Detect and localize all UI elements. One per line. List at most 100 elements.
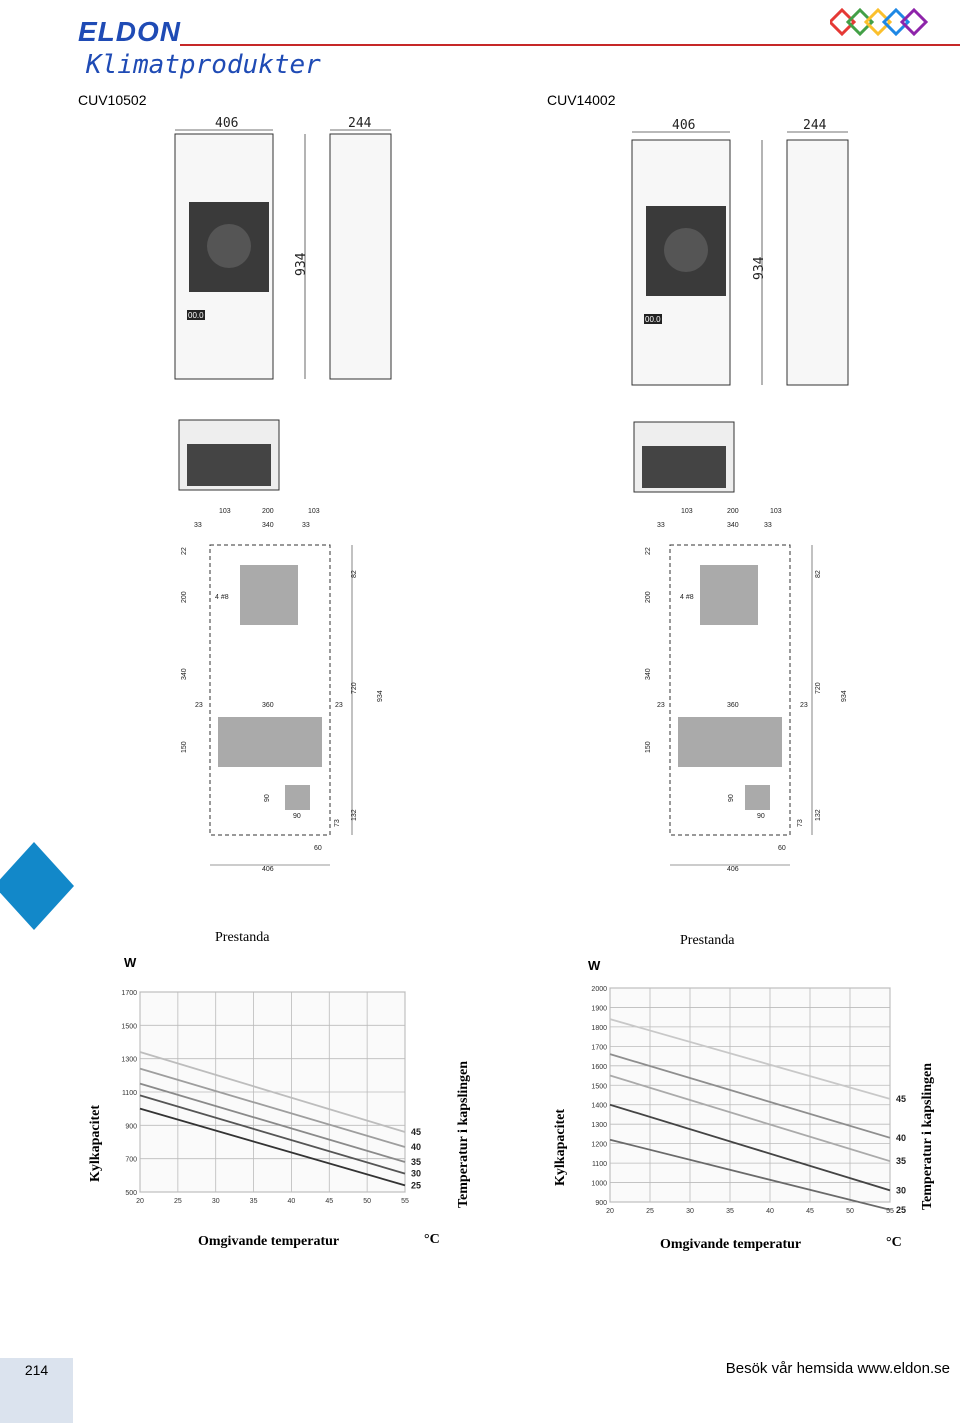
dim-row2-1-r: 33 [657, 522, 665, 529]
display-readout-r: 00.0 [645, 315, 661, 324]
x-tick-label: 35 [250, 1198, 258, 1205]
dim-top-3: 103 [308, 508, 320, 515]
dim-br-1: 73 [334, 819, 341, 827]
footer-website: Besök vår hemsida www.eldon.se [725, 1360, 950, 1377]
dim-right-1-r: 82 [815, 570, 822, 578]
series-line-25 [139, 1107, 406, 1187]
dim-right-2-r: 720 [815, 682, 822, 694]
dim-top-2: 200 [262, 508, 274, 515]
dim-br-1-r: 73 [797, 819, 804, 827]
dim-row2-3: 33 [302, 522, 310, 529]
dim-front-width: 406 [215, 116, 239, 131]
chart1-ylabel: Kylkapacitet [88, 1105, 103, 1182]
y-tick-label: 1500 [121, 1023, 137, 1030]
series-line-35 [609, 1074, 891, 1163]
dim-top-1: 103 [219, 508, 231, 515]
dim-height-r: 934 [752, 256, 767, 280]
dim-bottom-2: 406 [262, 866, 274, 873]
page-title: Klimatprodukter [86, 50, 321, 80]
y-tick-label: 500 [125, 1190, 137, 1197]
x-tick-label: 20 [606, 1208, 614, 1215]
y-tick-label: 1700 [121, 990, 137, 997]
y-tick-label: 900 [595, 1200, 607, 1207]
x-tick-label: 55 [886, 1208, 894, 1215]
page-number: 214 [24, 1362, 49, 1378]
dim-row2-2-r: 340 [727, 522, 739, 529]
series-label-40: 40 [411, 1142, 421, 1152]
dim-top-3-r: 103 [770, 508, 782, 515]
model-name-left: CUV10502 [78, 92, 147, 108]
y-tick-label: 2000 [591, 986, 607, 993]
dim-left-1: 22 [181, 547, 188, 555]
series-line-25 [609, 1138, 891, 1211]
dim-left-4-r: 150 [645, 741, 652, 753]
series-line-30 [609, 1103, 891, 1192]
dim-mid-1-r: 23 [657, 702, 665, 709]
page-number-box [0, 1358, 73, 1423]
series-label-45: 45 [896, 1094, 906, 1104]
series-label-30: 30 [896, 1185, 906, 1195]
dim-br-2: 132 [351, 809, 358, 821]
chart1-xlabel: Omgivande temperatur [198, 1234, 340, 1249]
dim-right-1: 82 [351, 570, 358, 578]
series-line-30 [139, 1094, 406, 1175]
y-tick-label: 1400 [591, 1103, 607, 1110]
y-tick-label: 900 [125, 1123, 137, 1130]
y-tick-label: 1100 [592, 1161, 607, 1168]
dim-mid-2-r: 360 [727, 702, 739, 709]
dim-row2-3-r: 33 [764, 522, 772, 529]
dim-cut-w: 90 [293, 813, 301, 820]
dim-row2-2: 340 [262, 522, 274, 529]
chart2-ylabel: Kylkapacitet [553, 1109, 568, 1186]
series-line-35 [139, 1082, 406, 1163]
y-tick-label: 1100 [122, 1090, 137, 1097]
plot-area [609, 987, 891, 1203]
x-tick-label: 35 [726, 1208, 734, 1215]
series-label-40: 40 [896, 1133, 906, 1143]
dim-cut-h: 90 [264, 794, 271, 802]
x-tick-label: 40 [288, 1198, 296, 1205]
dim-left-2-r: 200 [645, 591, 652, 603]
dim-top-1-r: 103 [681, 508, 693, 515]
dim-row2-1: 33 [194, 522, 202, 529]
y-tick-label: 1300 [121, 1057, 137, 1064]
holes-label-r: 4 #8 [680, 594, 694, 601]
dim-side-depth-r: 244 [803, 118, 827, 133]
cutout-drawing-right [630, 505, 850, 880]
chart2-unit-x: °C [886, 1235, 902, 1250]
x-tick-label: 30 [686, 1208, 694, 1215]
dim-left-3-r: 340 [645, 668, 652, 680]
x-tick-label: 30 [212, 1198, 220, 1205]
chart2-title: Prestanda [680, 933, 735, 948]
drawing-front-side-right [622, 112, 872, 397]
x-tick-label: 50 [363, 1198, 371, 1205]
series-label-45: 45 [411, 1127, 421, 1137]
series-line-45 [139, 1051, 406, 1133]
series-label-35: 35 [896, 1156, 906, 1166]
dim-mid-1: 23 [195, 702, 203, 709]
chart1-unit-x: °C [424, 1232, 440, 1247]
y-tick-label: 700 [125, 1157, 137, 1164]
header-rule [180, 44, 960, 46]
dim-br-2-r: 132 [815, 809, 822, 821]
y-tick-label: 1000 [591, 1181, 607, 1188]
series-line-40 [139, 1067, 406, 1148]
series-line-40 [609, 1053, 891, 1139]
y-tick-label: 1200 [591, 1142, 607, 1149]
holes-label: 4 #8 [215, 594, 229, 601]
chart1-unit-y: W [124, 955, 137, 970]
dim-left-3: 340 [181, 668, 188, 680]
dim-bottom-1: 60 [314, 845, 322, 852]
x-tick-label: 20 [136, 1198, 144, 1205]
y-tick-label: 1600 [591, 1064, 607, 1071]
series-label-35: 35 [411, 1157, 421, 1167]
x-tick-label: 25 [646, 1208, 654, 1215]
dim-mid-2: 360 [262, 702, 274, 709]
dim-left-2: 200 [181, 591, 188, 603]
y-tick-label: 1900 [591, 1005, 607, 1012]
series-line-45 [609, 1018, 891, 1100]
x-tick-label: 40 [766, 1208, 774, 1215]
y-tick-label: 1300 [591, 1122, 607, 1129]
